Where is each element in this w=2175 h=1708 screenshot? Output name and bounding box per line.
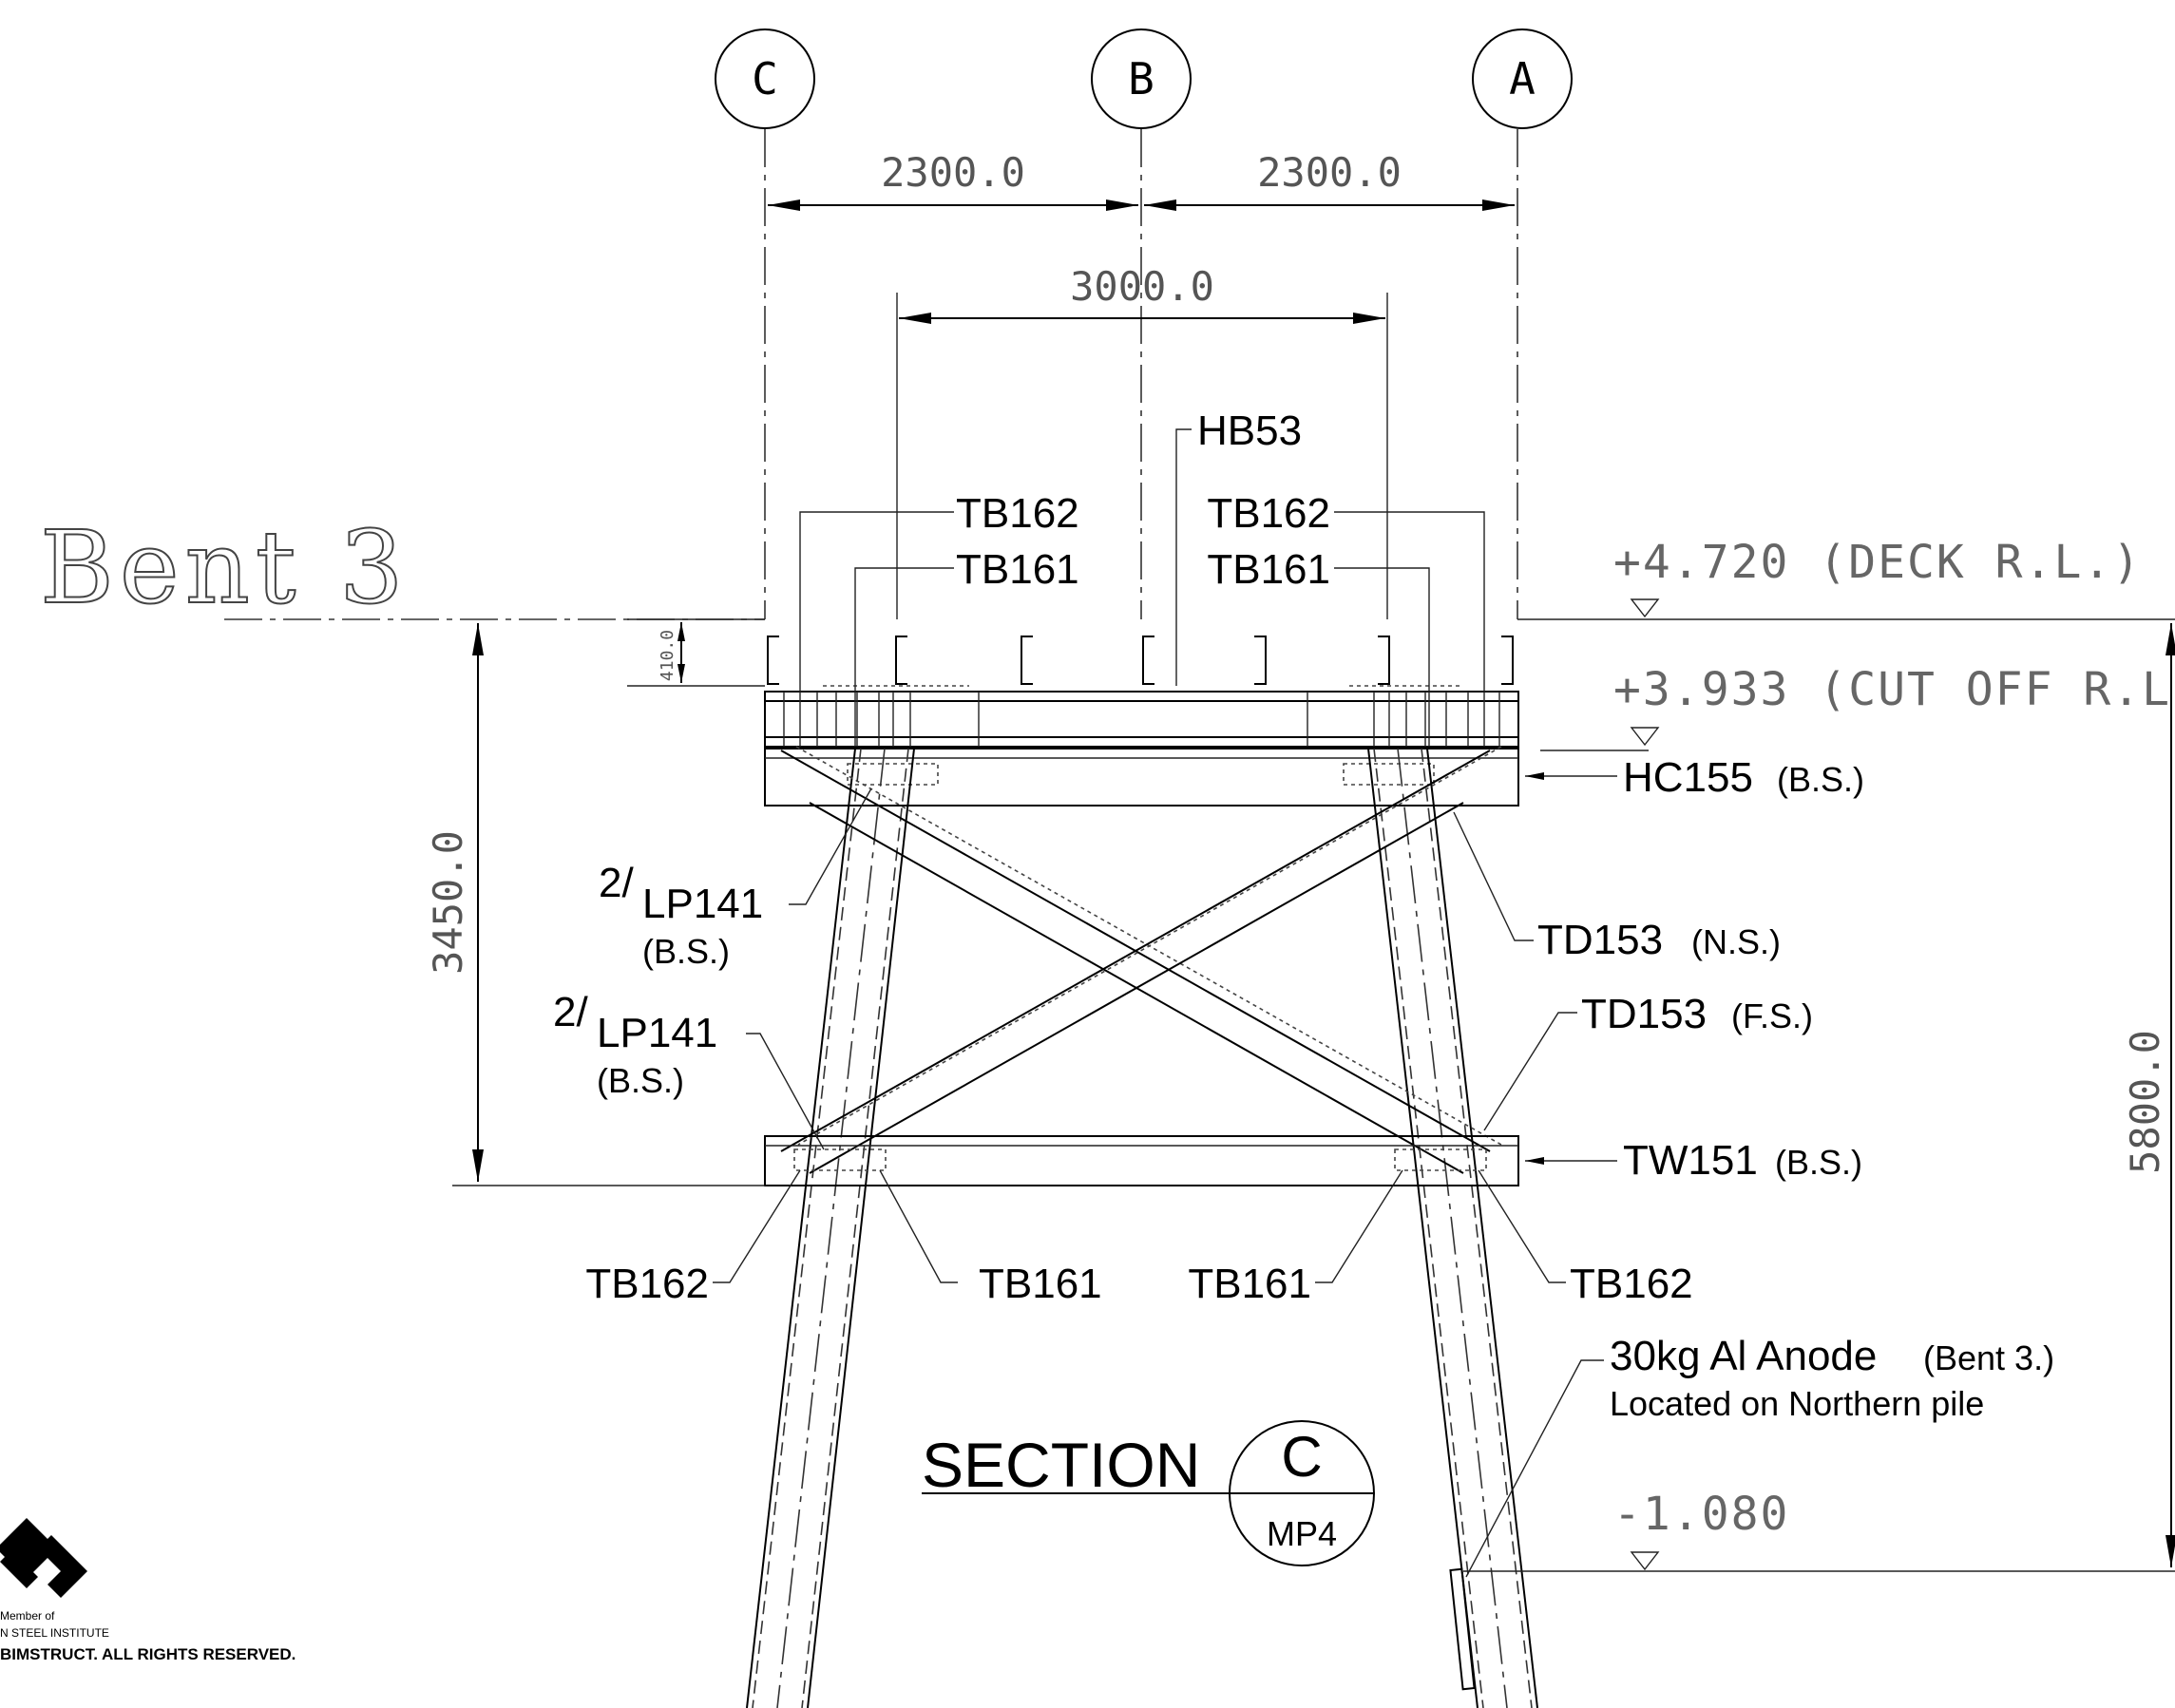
label-lp141-upper-prefix: 2/ <box>599 860 634 906</box>
deck-level-label: +4.720 (DECK R.L.) <box>1613 536 2142 589</box>
section-marker-letter: C <box>1281 1425 1322 1489</box>
label-hc155-text: HC155 <box>1623 754 1753 801</box>
dimension-c-to-b: 2300.0 <box>768 149 1138 211</box>
grid-bubble-b: B <box>1091 28 1192 129</box>
headstock-beam <box>764 685 1519 748</box>
label-lp141-upper: 2/ LP141 (B.S.) <box>599 860 763 971</box>
label-lp141-lower-note: (B.S.) <box>597 1061 684 1100</box>
anode-level: -1.080 <box>1463 1488 2175 1572</box>
dimension-pile-spacing-value: 3000.0 <box>1070 263 1214 310</box>
label-lp141-upper-note: (B.S.) <box>642 932 730 971</box>
grid-bubble-a: A <box>1472 28 1573 129</box>
hc155-cap <box>764 748 1519 807</box>
institute-logo: Member of N STEEL INSTITUTE BIMSTRUCT. A… <box>0 1518 296 1663</box>
logo-copyright-line: BIMSTRUCT. ALL RIGHTS RESERVED. <box>0 1645 296 1663</box>
right-pile <box>1367 748 1538 1708</box>
label-tb162-right: TB162 <box>1207 490 1330 537</box>
dimension-c-to-b-value: 2300.0 <box>881 149 1025 196</box>
anode-level-label: -1.080 <box>1613 1488 1789 1541</box>
dimension-overall-height-value: 5800.0 <box>2122 1030 2168 1174</box>
deck-level-marker-icon <box>1630 598 1660 618</box>
label-tb161-bottom-right: TB161 <box>1188 1261 1311 1307</box>
label-lp141-lower-text: LP141 <box>597 1010 717 1056</box>
label-tw151-text: TW151 <box>1623 1137 1758 1184</box>
label-td153-ns-text: TD153 <box>1537 917 1663 963</box>
logo-member-line: Member of <box>0 1609 55 1623</box>
label-anode-location: Located on Northern pile <box>1610 1384 1984 1423</box>
tw151-waler <box>764 1135 1519 1186</box>
cut-off-level: +3.933 (CUT OFF R.L.) <box>1540 663 2175 751</box>
dimension-b-to-a-value: 2300.0 <box>1257 149 1402 196</box>
anode-bar <box>1449 1567 1476 1691</box>
section-marker-sheet: MP4 <box>1267 1514 1337 1553</box>
label-tb161-left: TB161 <box>956 546 1079 593</box>
grid-bubble-b-label: B <box>1128 53 1154 104</box>
label-hc155: HC155 (B.S.) <box>1623 754 1864 801</box>
label-tb162-bottom-left: TB162 <box>585 1261 709 1307</box>
label-tb161-bottom-left: TB161 <box>979 1261 1102 1307</box>
dimension-deck-depth: 410.0 <box>627 618 765 687</box>
dimension-bracing-height: 3450.0 <box>425 623 484 1182</box>
anode-level-marker-icon <box>1630 1551 1660 1571</box>
dimension-overall-height: 5800.0 <box>2122 623 2175 1567</box>
grid-bubble-c-label: C <box>752 53 778 104</box>
deck-channels <box>767 636 1514 685</box>
logo-chevron-icon <box>38 1522 87 1598</box>
label-td153-ns-note: (N.S.) <box>1691 922 1781 961</box>
label-tw151-note: (B.S.) <box>1775 1143 1862 1182</box>
label-td153-fs-text: TD153 <box>1581 991 1707 1037</box>
label-hc155-note: (B.S.) <box>1777 760 1864 799</box>
label-anode-title: 30kg Al Anode <box>1610 1333 1877 1379</box>
label-lp141-lower-prefix: 2/ <box>553 989 588 1035</box>
label-anode-note: (Bent 3.) <box>1923 1338 2054 1377</box>
section-marker: SECTION C MP4 <box>922 1420 1375 1566</box>
dimension-pile-spacing: 3000.0 <box>896 263 1388 619</box>
dimension-b-to-a: 2300.0 <box>1144 149 1515 211</box>
dimension-deck-depth-value: 410.0 <box>658 630 677 681</box>
label-tb162-left: TB162 <box>956 490 1079 537</box>
leaders <box>713 428 1617 1578</box>
bent-title: Bent 3 <box>40 509 410 626</box>
label-hb53: HB53 <box>1197 408 1302 454</box>
section-marker-word: SECTION <box>922 1430 1200 1500</box>
grid-bubble-a-label: A <box>1509 53 1536 104</box>
label-td153-fs: TD153 (F.S.) <box>1581 991 1813 1037</box>
label-tb162-bottom-right: TB162 <box>1570 1261 1693 1307</box>
logo-institute-line: N STEEL INSTITUTE <box>0 1626 109 1640</box>
label-td153-ns: TD153 (N.S.) <box>1537 917 1781 963</box>
label-lp141-lower: 2/ LP141 (B.S.) <box>553 989 717 1100</box>
grid-bubble-c: C <box>715 28 815 129</box>
diagonal-bracing <box>780 746 1502 1174</box>
label-tb161-right: TB161 <box>1207 546 1330 593</box>
cut-off-level-label: +3.933 (CUT OFF R.L.) <box>1613 663 2175 716</box>
left-pile <box>746 748 915 1708</box>
label-anode: 30kg Al Anode (Bent 3.) Located on North… <box>1610 1333 2054 1423</box>
label-td153-fs-note: (F.S.) <box>1731 996 1813 1035</box>
deck-level-line: +4.720 (DECK R.L.) <box>224 536 2175 620</box>
label-tw151: TW151 (B.S.) <box>1623 1137 1862 1184</box>
cut-off-level-marker-icon <box>1630 727 1660 747</box>
grid-lines <box>764 129 1518 619</box>
label-lp141-upper-text: LP141 <box>642 881 763 927</box>
dimension-bracing-height-value: 3450.0 <box>425 830 471 975</box>
